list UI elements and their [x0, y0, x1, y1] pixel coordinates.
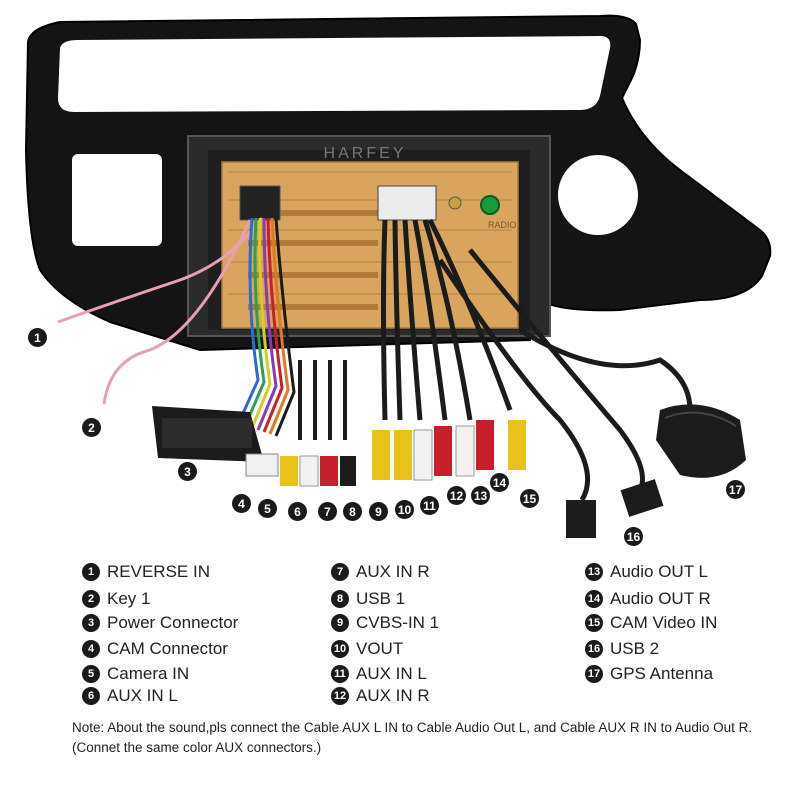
- legend-item: 12 AUX IN R: [331, 684, 430, 708]
- rca-group-middle: [372, 420, 526, 481]
- top-window: [58, 36, 611, 112]
- legend-label: Power Connector: [107, 613, 239, 632]
- callout-7: 7: [318, 502, 337, 521]
- legend-item: 4 CAM Connector: [82, 637, 228, 661]
- legend-number: 3: [82, 614, 100, 632]
- legend-item: 13 Audio OUT L: [585, 560, 708, 584]
- callout-17: 17: [726, 480, 745, 499]
- wiring-diagram: HARFEY RADIO: [24, 14, 772, 546]
- legend-label: GPS Antenna: [610, 664, 714, 683]
- legend-item: 16 USB 2: [585, 637, 659, 661]
- callout-14: 14: [490, 473, 509, 492]
- legend-label: VOUT: [356, 639, 404, 658]
- legend-item: 8 USB 1: [331, 587, 405, 611]
- callout-4: 4: [232, 494, 251, 513]
- callout-6: 6: [288, 502, 307, 521]
- legend-number: 4: [82, 640, 100, 658]
- legend-item: 9 CVBS-IN 1: [331, 611, 439, 635]
- legend-number: 13: [585, 563, 603, 581]
- legend-label: USB 1: [356, 589, 406, 608]
- callout-9: 9: [369, 502, 388, 521]
- brand-text: HARFEY: [324, 145, 407, 162]
- legend-number: 15: [585, 614, 603, 632]
- callout-15: 15: [520, 489, 539, 508]
- legend-number: 17: [585, 665, 603, 683]
- legend-number: 9: [331, 614, 349, 632]
- callout-5: 5: [258, 499, 277, 518]
- cam-connector: [245, 453, 279, 477]
- legend-label: AUX IN L: [107, 686, 178, 705]
- legend-label: CVBS-IN 1: [356, 613, 440, 632]
- legend-label: USB 2: [610, 639, 660, 658]
- av-socket: [377, 185, 437, 221]
- legend-item: 14 Audio OUT R: [585, 587, 711, 611]
- callout-12: 12: [447, 486, 466, 505]
- legend-item: 11 AUX IN L: [331, 662, 427, 686]
- rca-group-left: [280, 360, 356, 487]
- callout-2: 2: [82, 418, 101, 437]
- legend-label: Key 1: [107, 589, 151, 608]
- legend-item: 3 Power Connector: [82, 611, 238, 635]
- legend: 1 REVERSE IN 2 Key 1 3 Power Connector 4 CAM…: [80, 560, 780, 710]
- legend-item: 6 AUX IN L: [82, 684, 178, 708]
- legend-label: CAM Connector: [107, 639, 228, 658]
- usb-2-plug: [566, 500, 596, 538]
- legend-item: 15 CAM Video IN: [585, 611, 717, 635]
- callout-1: 1: [28, 328, 47, 347]
- legend-label: Camera IN: [107, 664, 190, 683]
- gps-socket: [480, 195, 500, 215]
- gps-antenna: [656, 404, 746, 478]
- legend-item: 5 Camera IN: [82, 662, 189, 686]
- legend-label: AUX IN R: [356, 686, 430, 705]
- round-window: [558, 155, 638, 235]
- note-text: Note: About the sound,pls connect the Ca…: [72, 720, 753, 755]
- legend-number: 12: [331, 687, 349, 705]
- legend-item: 10 VOUT: [331, 637, 403, 661]
- legend-number: 2: [82, 590, 100, 608]
- callout-8: 8: [343, 502, 362, 521]
- callout-11: 11: [420, 496, 439, 515]
- legend-number: 1: [82, 563, 100, 581]
- legend-label: AUX IN R: [356, 562, 430, 581]
- legend-label: AUX IN L: [356, 664, 427, 683]
- legend-label: Audio OUT R: [610, 589, 711, 608]
- radio-label: RADIO: [488, 220, 517, 230]
- legend-label: CAM Video IN: [610, 613, 718, 632]
- legend-number: 11: [331, 665, 349, 683]
- main-socket: [239, 185, 281, 221]
- callout-13: 13: [471, 486, 490, 505]
- callout-10: 10: [395, 500, 414, 519]
- legend-label: REVERSE IN: [107, 562, 210, 581]
- usb-1-plug: [620, 479, 664, 517]
- legend-number: 6: [82, 687, 100, 705]
- legend-number: 14: [585, 590, 603, 608]
- callout-16: 16: [624, 527, 643, 546]
- legend-item: 7 AUX IN R: [331, 560, 430, 584]
- legend-number: 10: [331, 640, 349, 658]
- legend-item: 17 GPS Antenna: [585, 662, 713, 686]
- legend-number: 7: [331, 563, 349, 581]
- legend-item: 1 REVERSE IN: [82, 560, 210, 584]
- legend-label: Audio OUT L: [610, 562, 708, 581]
- wiring-illustration: HARFEY RADIO: [24, 14, 772, 538]
- radio-socket: [448, 196, 462, 210]
- left-window: [72, 154, 162, 246]
- callout-3: 3: [178, 462, 197, 481]
- legend-number: 5: [82, 665, 100, 683]
- legend-number: 8: [331, 590, 349, 608]
- legend-item: 2 Key 1: [82, 587, 150, 611]
- legend-number: 16: [585, 640, 603, 658]
